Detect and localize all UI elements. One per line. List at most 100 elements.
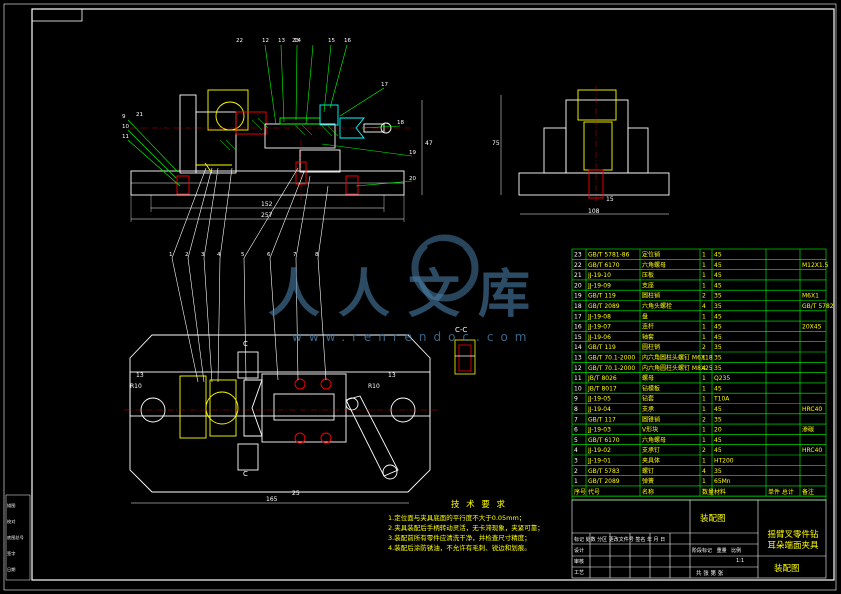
bom-cell: 1	[702, 406, 706, 413]
bom-cell: JJ-19-05	[587, 396, 611, 403]
bom-cell: 六角螺母	[642, 261, 666, 269]
bom-cell: 1	[574, 478, 578, 485]
bom-cell: 23	[574, 252, 582, 259]
bom-cell: GB/T 119	[588, 293, 616, 300]
bom-cell: 2	[574, 468, 578, 475]
bom-cell: 轴套	[642, 333, 654, 341]
bom-cell: 1	[702, 324, 706, 331]
bom-cell: JJ-19-08	[587, 313, 611, 320]
bom-header-cell: 代号	[588, 488, 600, 496]
bom-cell: 45	[714, 385, 722, 392]
bom-cell: 1	[702, 478, 706, 485]
bom-cell: 1	[702, 396, 706, 403]
bom-cell: 45	[714, 282, 722, 289]
bom-cell: 4	[702, 365, 706, 372]
bom-cell: GB/T 5783	[588, 468, 620, 475]
bom-cell: JJ-19-07	[587, 324, 611, 331]
outer-border	[3, 3, 837, 591]
bom-cell: 1	[702, 458, 706, 465]
bom-cell: 夹具体	[642, 457, 660, 465]
bom-cell: M12X1.5	[802, 262, 829, 269]
bom-cell: 1	[702, 272, 706, 279]
bom-cell: 1	[702, 385, 706, 392]
bom-cell: 螺钉	[642, 467, 654, 475]
bom-cell: 4	[702, 468, 706, 475]
bom-cell: 2	[702, 344, 706, 351]
bom-cell: JJ-19-10	[587, 272, 611, 279]
bom-cell: 65Mn	[714, 478, 731, 485]
bom-cell: 1	[702, 437, 706, 444]
bom-cell: 45	[714, 262, 722, 269]
bom-cell: GB/T 70.1-2000	[588, 355, 635, 362]
bom-cell: 1	[702, 313, 706, 320]
bom-cell: 盘	[642, 312, 648, 320]
bom-cell: JJ-19-09	[587, 282, 611, 289]
front-view	[130, 89, 423, 222]
bom-cell: HT200	[714, 458, 734, 465]
bom-cell: HRC40	[802, 406, 822, 413]
bom-cell: 20	[714, 427, 722, 434]
bom-cell: T10A	[713, 396, 730, 403]
bom-cell: 支承	[642, 405, 654, 413]
bom-cell: V形块	[642, 426, 658, 434]
bom-cell: 内六角圆柱头螺钉 M6X18	[642, 354, 713, 362]
bom-cell: 15	[574, 334, 582, 341]
bom-cell: 45	[714, 437, 722, 444]
bom-cell: 45	[714, 324, 722, 331]
section-cc	[454, 339, 476, 375]
bom-cell: GB/T 119	[588, 344, 616, 351]
side-view	[500, 86, 670, 215]
bom-cell: 定位销	[642, 251, 660, 259]
bom-cell: 弹簧	[642, 477, 654, 485]
bom-cell: 3	[574, 458, 578, 465]
bom-cell: JJ-19-06	[587, 334, 611, 341]
bom-cell: 35	[714, 468, 722, 475]
bom-cell: GB/T 117	[588, 416, 616, 423]
bom-cell: 45	[714, 272, 722, 279]
bom-cell: 35	[714, 355, 722, 362]
bom-cell: 圆锥销	[642, 415, 660, 423]
bom-cell: 渗碳	[802, 426, 814, 434]
bom-cell: 45	[714, 334, 722, 341]
bom-cell: 35	[714, 416, 722, 423]
bom-cell: 钻模板	[642, 384, 660, 392]
bom-cell: 1	[702, 262, 706, 269]
bom-cell: GB/T 5782	[802, 303, 834, 310]
bom-cell: 12	[574, 365, 582, 372]
bom-cell: 18	[574, 303, 582, 310]
inner-border	[31, 8, 835, 581]
bom-cell: 1	[702, 427, 706, 434]
bom-cell: JJ-19-01	[587, 458, 611, 465]
bom-cell: GB/T 6170	[588, 262, 620, 269]
bom-cell: 支座	[642, 281, 654, 289]
bom-cell: 压板	[642, 271, 654, 279]
bom-cell: JB/T 8017	[587, 385, 617, 392]
left-margin-strip	[5, 494, 31, 581]
bom-cell: 21	[574, 272, 582, 279]
bom-cell: GB/T 6170	[588, 437, 620, 444]
bom-cell: GB/T 2089	[588, 478, 620, 485]
bom-cell: Q235	[714, 375, 730, 382]
bom-cell: 5	[574, 437, 578, 444]
bom-header-cell: 名称	[642, 488, 654, 496]
bom-table	[571, 248, 827, 501]
bom-cell: 六角头螺栓	[642, 302, 672, 310]
bom-cell: 14	[574, 344, 582, 351]
bom-cell: 连杆	[642, 323, 654, 331]
bom-cell: 35	[714, 303, 722, 310]
bom-cell: 6	[574, 427, 578, 434]
bom-cell: JJ-19-04	[587, 406, 611, 413]
bom-cell: 10	[574, 385, 582, 392]
bom-cell: 圆柱销	[642, 292, 660, 300]
bom-cell: M6X1	[802, 293, 819, 300]
code-box	[31, 8, 83, 22]
bom-cell: 11	[574, 375, 582, 382]
watermark-logo-icon	[411, 234, 479, 302]
bom-cell: 2	[702, 447, 706, 454]
bom-cell: 8	[574, 406, 578, 413]
bom-cell: 16	[574, 324, 582, 331]
title-block	[571, 499, 827, 579]
bom-cell: 2	[702, 293, 706, 300]
